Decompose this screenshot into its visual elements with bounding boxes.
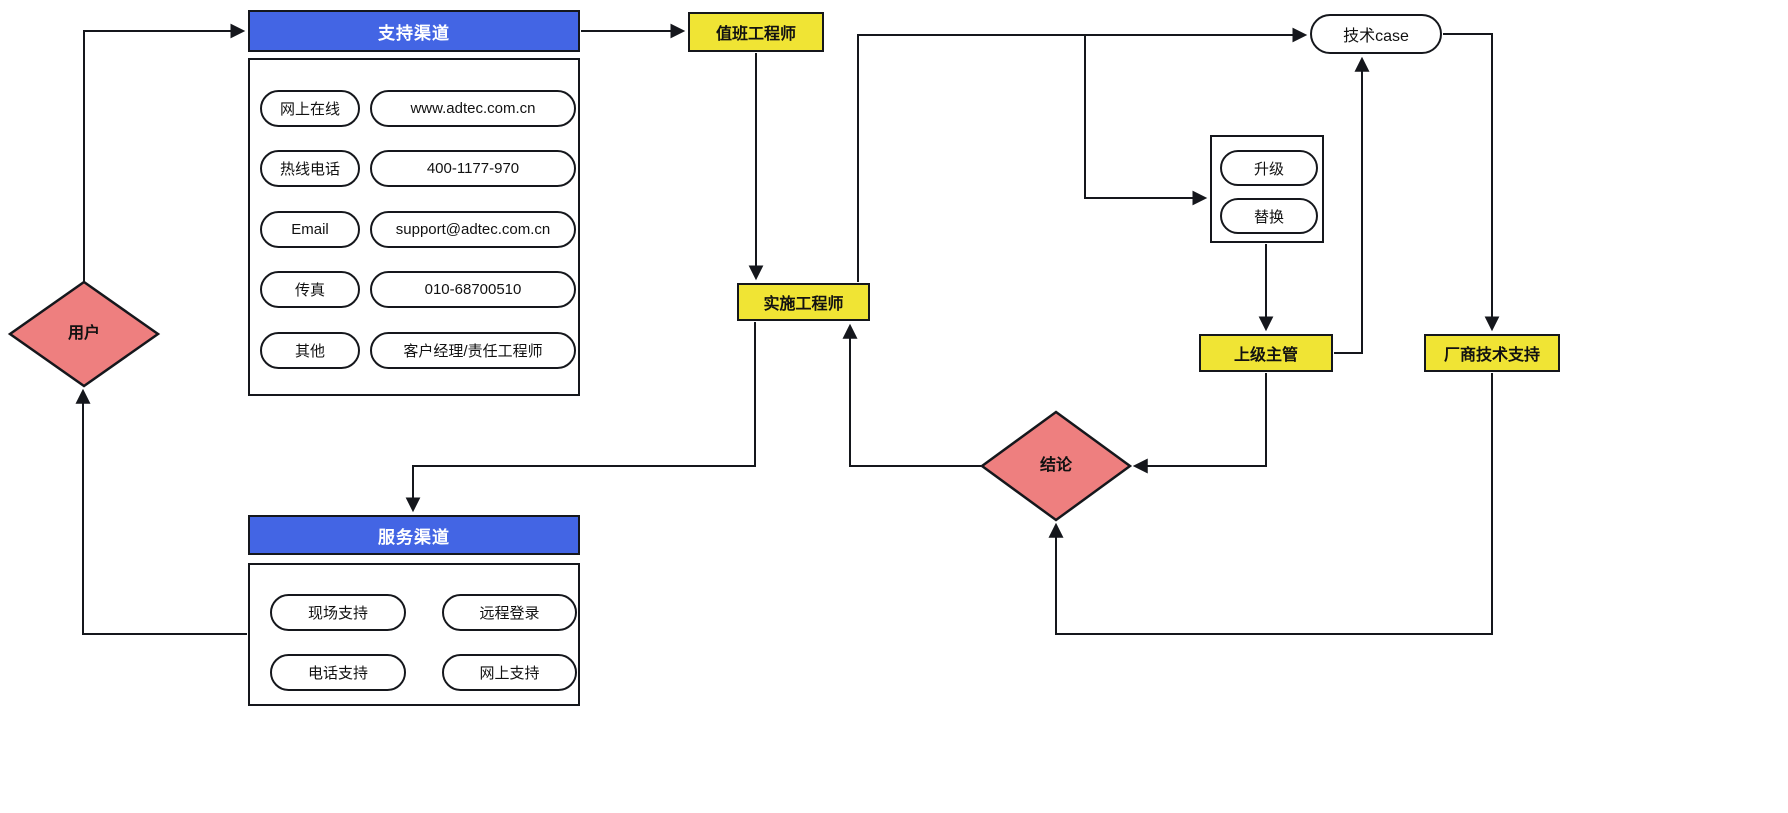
edge-service-channels-to-user bbox=[75, 388, 247, 635]
edge-conclusion-to-implementation-engineer bbox=[842, 323, 981, 467]
tech-case-node: 技术case bbox=[1310, 14, 1442, 54]
service-option-pill: 网上支持 bbox=[442, 654, 577, 691]
contact-type-pill: Email bbox=[260, 211, 360, 248]
supervisor-node: 上级主管 bbox=[1199, 334, 1333, 372]
vendor-support-node: 厂商技术支持 bbox=[1424, 334, 1560, 372]
support-channels-title: 支持渠道 bbox=[378, 23, 450, 43]
escalation-option-pill: 升级 bbox=[1220, 150, 1318, 186]
user-diamond bbox=[7, 280, 161, 388]
conclusion-diamond bbox=[979, 410, 1133, 522]
edge-user-to-support-channels bbox=[83, 23, 246, 282]
edge-supervisor-to-conclusion bbox=[1132, 373, 1267, 474]
edge-supervisor-to-tech-case bbox=[1334, 56, 1370, 354]
service-option-pill: 现场支持 bbox=[270, 594, 406, 631]
contact-type-pill: 网上在线 bbox=[260, 90, 360, 127]
implementation-engineer-node: 实施工程师 bbox=[737, 283, 870, 321]
user-diamond-label: 用户 bbox=[67, 325, 100, 342]
escalation-container: 升级 替换 bbox=[1210, 135, 1324, 243]
edge-vendor-support-to-conclusion bbox=[1048, 373, 1493, 635]
service-option-pill: 电话支持 bbox=[270, 654, 406, 691]
support-channels-container: 网上在线 www.adtec.com.cn 热线电话 400-1177-970 … bbox=[248, 58, 580, 396]
service-channels-title: 服务渠道 bbox=[378, 527, 450, 547]
contact-value-pill: 客户经理/责任工程师 bbox=[370, 332, 576, 369]
contact-type-pill: 其他 bbox=[260, 332, 360, 369]
service-channels-header: 服务渠道 bbox=[248, 515, 580, 555]
contact-type-pill: 传真 bbox=[260, 271, 360, 308]
contact-value-pill: www.adtec.com.cn bbox=[370, 90, 576, 127]
support-channels-header: 支持渠道 bbox=[248, 10, 580, 52]
conclusion-diamond-label: 结论 bbox=[1039, 457, 1072, 474]
contact-value-pill: 400-1177-970 bbox=[370, 150, 576, 187]
service-option-pill: 远程登录 bbox=[442, 594, 577, 631]
contact-value-pill: 010-68700510 bbox=[370, 271, 576, 308]
edge-implementation-engineer-to-service-channels bbox=[405, 322, 756, 513]
duty-engineer-node: 值班工程师 bbox=[688, 12, 824, 52]
service-channels-container: 现场支持 远程登录 电话支持 网上支持 bbox=[248, 563, 580, 706]
contact-type-pill: 热线电话 bbox=[260, 150, 360, 187]
contact-value-pill: support@adtec.com.cn bbox=[370, 211, 576, 248]
edge-tech-case-to-vendor-support bbox=[1443, 33, 1500, 332]
escalation-option-pill: 替换 bbox=[1220, 198, 1318, 234]
edge-branch-to-escalation bbox=[1084, 35, 1208, 206]
edge-implementation-engineer-to-tech-case bbox=[857, 27, 1308, 282]
